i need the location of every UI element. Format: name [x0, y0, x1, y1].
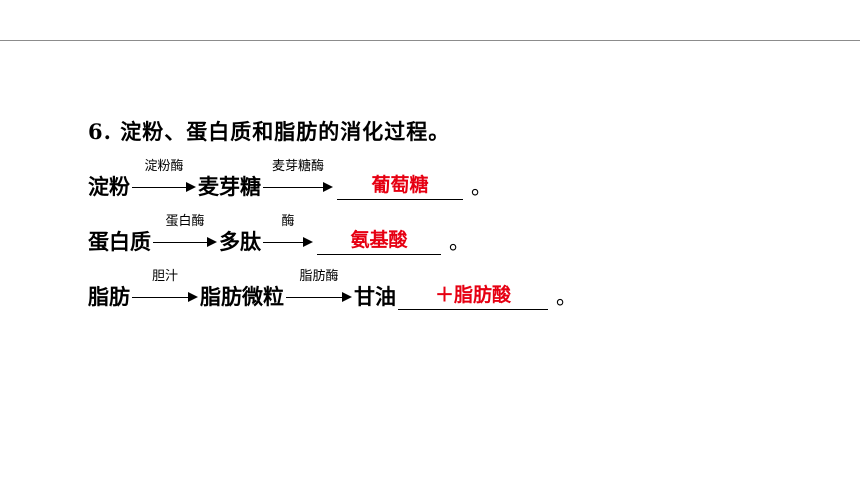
- arrow-condition: 淀粉酶: [144, 159, 184, 174]
- arrow-condition: 麦芽糖酶: [271, 159, 324, 174]
- arrow-shaft: [132, 297, 190, 298]
- answer-blank: 葡萄糖: [337, 173, 463, 200]
- digestion-row-starch: 淀粉 淀粉酶 麦芽糖 麦芽糖酶 葡萄糖 。: [88, 160, 492, 200]
- arrow-condition: 蛋白酶: [165, 214, 205, 229]
- question-number: 6: [88, 119, 104, 144]
- arrow-head: [342, 292, 352, 302]
- row-start-term: 脂肪: [88, 284, 130, 309]
- row-period: 。: [556, 285, 577, 309]
- row-product-prefix: 甘油: [354, 284, 396, 309]
- digestion-row-fat: 脂肪 胆汁 脂肪微粒 脂肪酶 甘油 ＋脂肪酸 。: [88, 270, 577, 310]
- arrow-shaft: [263, 242, 305, 243]
- row-period: 。: [471, 175, 492, 199]
- row-middle-term: 脂肪微粒: [200, 284, 284, 309]
- question-heading: 6. 淀粉、蛋白质和脂肪的消化过程。: [88, 116, 450, 146]
- reaction-arrow: 麦芽糖酶: [263, 160, 333, 200]
- answer-text: ＋脂肪酸: [434, 284, 511, 306]
- reaction-arrow: 胆汁: [132, 270, 198, 310]
- arrow-head: [186, 182, 196, 192]
- question-separator: .: [103, 119, 112, 144]
- arrow-condition: 胆汁: [151, 269, 178, 284]
- digestion-row-protein: 蛋白质 蛋白酶 多肽 酶 氨基酸 。: [88, 215, 470, 255]
- arrow-shaft: [153, 242, 209, 243]
- reaction-arrow: 蛋白酶: [153, 215, 217, 255]
- answer-blank: 氨基酸: [317, 228, 441, 255]
- arrow-head: [303, 237, 313, 247]
- arrow-head: [323, 182, 333, 192]
- arrow-condition: 酶: [281, 214, 295, 229]
- row-period: 。: [449, 230, 470, 254]
- row-start-term: 蛋白质: [88, 229, 151, 254]
- row-start-term: 淀粉: [88, 174, 130, 199]
- answer-blank: ＋脂肪酸: [398, 283, 548, 310]
- question-text: 淀粉、蛋白质和脂肪的消化过程。: [120, 119, 451, 144]
- reaction-arrow: 脂肪酶: [286, 270, 352, 310]
- top-divider: [0, 40, 860, 41]
- arrow-shaft: [132, 187, 188, 188]
- arrow-head: [207, 237, 217, 247]
- arrow-condition: 脂肪酶: [299, 269, 339, 284]
- row-middle-term: 麦芽糖: [198, 174, 261, 199]
- reaction-arrow: 淀粉酶: [132, 160, 196, 200]
- answer-text: 葡萄糖: [371, 174, 429, 196]
- arrow-shaft: [263, 187, 325, 188]
- answer-text: 氨基酸: [350, 229, 408, 251]
- arrow-head: [188, 292, 198, 302]
- arrow-shaft: [286, 297, 344, 298]
- reaction-arrow: 酶: [263, 215, 313, 255]
- row-middle-term: 多肽: [219, 229, 261, 254]
